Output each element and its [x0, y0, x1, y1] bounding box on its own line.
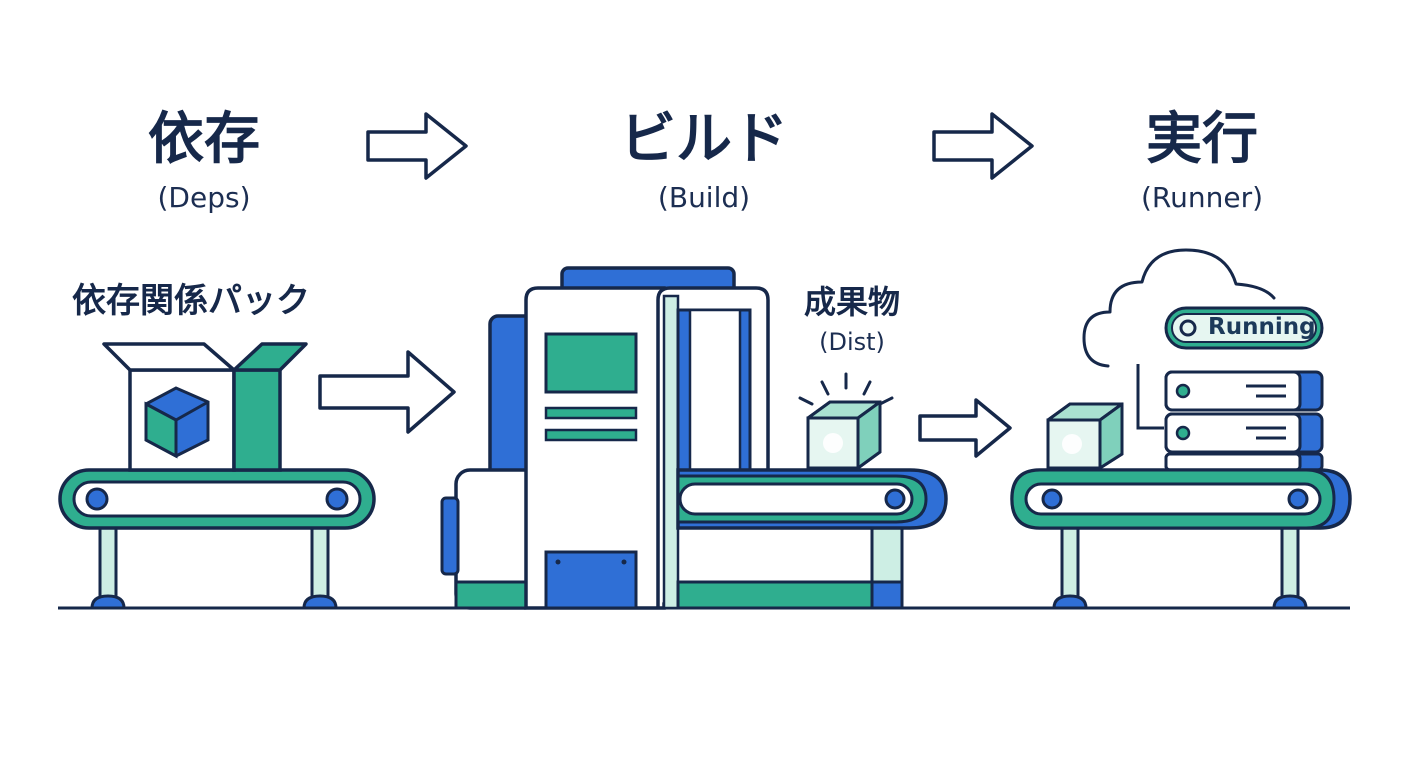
stage-deps-subtitle: (Deps) — [157, 181, 251, 214]
server-rack-icon — [1164, 370, 1324, 472]
deps-to-build-arrow — [318, 350, 456, 434]
artifact-cube — [798, 372, 894, 470]
stage-build-title: ビルド — [620, 107, 788, 172]
stage-runner-subtitle: (Runner) — [1140, 181, 1264, 214]
deps-box — [102, 342, 308, 472]
header-arrow-1 — [366, 112, 468, 180]
artifact-label: 成果物 — [803, 283, 901, 321]
build-conveyor — [676, 468, 948, 610]
artifact-sub-label: (Dist) — [819, 328, 885, 356]
runner-cube — [1046, 402, 1124, 470]
header-arrow-2 — [932, 112, 1034, 180]
running-status-text: Running — [1208, 314, 1316, 340]
stage-runner-title: 実行 — [1146, 107, 1258, 172]
deps-package-label: 依存関係パック — [72, 281, 310, 321]
build-to-runner-arrow — [918, 398, 1012, 458]
stage-build-subtitle: (Build) — [657, 181, 751, 214]
build-machine — [440, 266, 770, 610]
deps-conveyor — [58, 468, 376, 610]
runner-conveyor — [1010, 468, 1352, 610]
running-status-badge — [1164, 306, 1324, 350]
stage-deps-title: 依存 — [148, 107, 260, 172]
